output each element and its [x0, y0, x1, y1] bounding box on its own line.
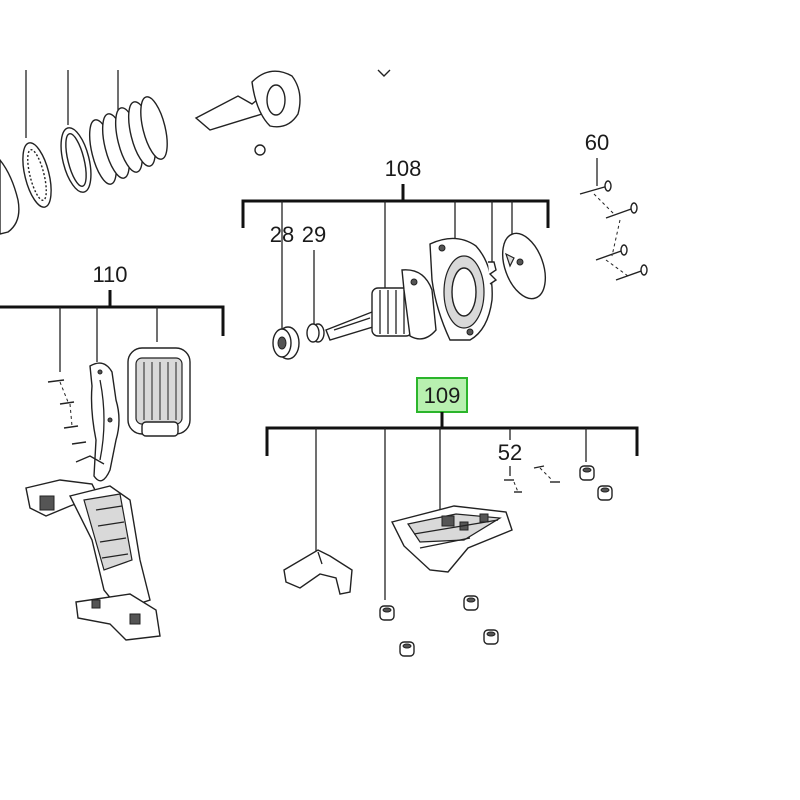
- label-109: 109: [424, 383, 461, 408]
- tiny-screws-part-52: [504, 465, 560, 493]
- bolt-part-d: [483, 629, 499, 645]
- toothed-ring-part: [22, 142, 52, 208]
- label-110: 110: [92, 262, 127, 287]
- label-60: 60: [585, 130, 609, 155]
- washer-ring-part: [60, 127, 92, 193]
- bolt-part-a: [379, 605, 395, 621]
- group-60: 60: [579, 130, 648, 281]
- control-board-part: [25, 455, 161, 641]
- rotor-part: [325, 269, 437, 341]
- label-108: 108: [385, 156, 422, 181]
- cap-nut-part-a: [579, 465, 595, 481]
- bracket-108: [241, 184, 550, 228]
- label-29: 29: [302, 222, 326, 247]
- group-110: 110: [0, 262, 225, 641]
- label-109-highlight[interactable]: [416, 377, 468, 413]
- small-spring-part: [488, 261, 498, 285]
- cap-nut-part-b: [597, 485, 613, 501]
- group-109: 109 52: [265, 377, 639, 657]
- housing-fragment: [0, 158, 20, 235]
- fan-housing-part: [429, 237, 493, 341]
- coil-spring-part: [88, 96, 168, 185]
- bracket-clip-part: [283, 549, 353, 595]
- label-52: 52: [498, 440, 522, 465]
- bracket-110: [0, 290, 225, 336]
- screw-part-60d: [615, 264, 648, 281]
- bracket-109: [265, 412, 639, 456]
- bushing-part-29: [306, 323, 325, 343]
- screw-part-60a: [579, 180, 612, 195]
- small-screws-part: [47, 379, 87, 445]
- top-left-assembly: [0, 69, 391, 235]
- group-108: 108 28 29: [241, 156, 550, 360]
- stator-part: [127, 347, 191, 437]
- wiring-plate-part: [89, 362, 120, 482]
- switch-holder-part: [390, 505, 513, 573]
- screw-part-60c: [595, 244, 628, 261]
- bolt-part-b: [399, 641, 415, 657]
- spindle-part: [194, 69, 391, 156]
- bolt-part-c: [463, 595, 479, 611]
- bearing-part-28: [272, 326, 300, 360]
- screw-part-60b: [605, 202, 638, 219]
- end-plate-part: [501, 232, 547, 300]
